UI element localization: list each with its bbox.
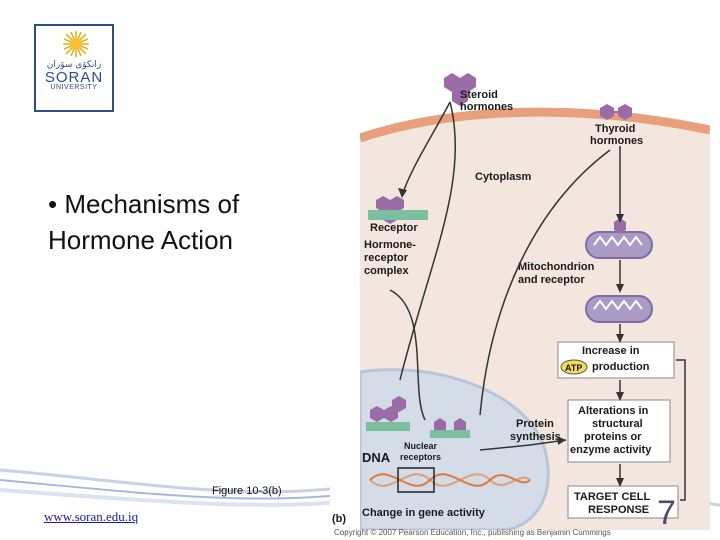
university-logo: زانکۆی سۆران SORAN UNIVERSITY [34,24,114,112]
panel-label: (b) [332,513,346,525]
nucleus [358,368,550,530]
website-link[interactable]: www.soran.edu.iq [44,509,139,524]
pathway-arrows [389,101,686,501]
slide-bullet: • Mechanisms of Hormone Action [48,186,239,258]
hrc-label-3: complex [364,265,410,277]
steroid-hormone-icon [444,73,476,106]
dna-helix-icon [369,467,531,493]
target-response-box [567,485,679,519]
thyroid-label-2: hormones [590,135,643,147]
bullet-line-2: Hormone Action [48,225,233,255]
target-label-1: TARGET CELL [574,491,650,503]
hrc-label-1: Hormone- [364,239,416,251]
dna-label: DNA [362,450,391,465]
gene-activity-label: Change in gene activity [362,507,486,519]
alter-label-3: proteins or [584,431,642,443]
cell-membrane [358,107,710,143]
mitochondrion-top-icon [585,218,653,259]
nuclear-label-2: receptors [400,452,441,462]
alter-label-4: enzyme activity [570,444,652,456]
mito-label-2: and receptor [518,274,585,286]
production-label: production [592,361,650,373]
copyright-text: Copyright © 2007 Pearson Education, Inc.… [334,528,611,537]
logo-subtitle: UNIVERSITY [50,84,98,91]
nuclear-label-1: Nuclear [404,441,438,451]
atp-label: ATP [565,363,582,373]
alter-label-2: structural [592,418,643,430]
hormone-action-diagram: Steroid hormones Thyroid hormones Cytopl… [330,73,710,530]
target-label-2: RESPONSE [588,504,649,516]
increase-label: Increase in [582,345,640,357]
thyroid-hormone-icon [600,104,632,120]
nuclear-receptor-icon [366,396,470,438]
receptor-icon [368,196,428,224]
logo-arabic-name: زانکۆی سۆران [46,60,102,70]
alter-label-1: Alterations in [578,405,649,417]
receptor-label: Receptor [370,222,418,234]
steroid-label-1: Steroid [460,89,498,101]
hrc-label-2: receptor [364,252,409,264]
steroid-label-2: hormones [460,101,513,113]
mitochondrion-bottom-icon [585,295,653,323]
mito-label-1: Mitochondrion [518,261,595,273]
cytoplasm-label: Cytoplasm [475,171,531,183]
sun-emblem-icon [63,31,89,57]
bullet-line-1: • Mechanisms of [48,189,240,219]
protein-label-1: Protein [516,418,554,430]
page-number: 7 [657,494,676,532]
alterations-box [567,399,671,463]
thyroid-label-1: Thyroid [595,123,635,135]
logo-name: SORAN [44,69,104,86]
arrow-heads [398,188,624,487]
figure-caption: Figure 10-3(b) [212,485,282,497]
protein-label-2: synthesis [510,431,561,443]
